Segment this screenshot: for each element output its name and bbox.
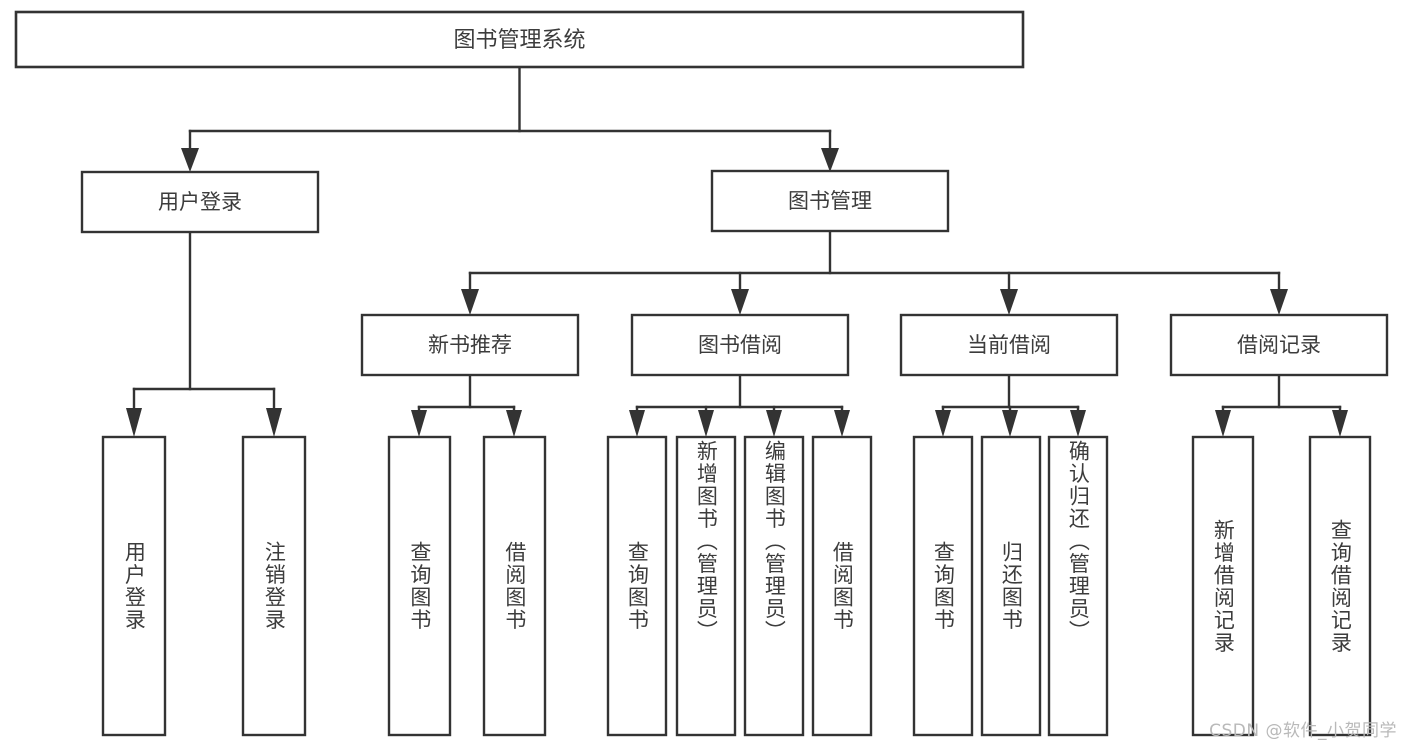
node-book-borrow-label: 图书借阅 — [698, 333, 782, 357]
leaf-box-user-login-2[interactable] — [241, 435, 307, 737]
node-new-book-recommend-label: 新书推荐 — [428, 333, 512, 357]
leaf-box-book-borrow-4[interactable] — [811, 435, 873, 737]
arrow-current-leaf-2 — [1002, 410, 1018, 437]
arrow-bookmanage-lv3-4 — [1270, 289, 1288, 315]
arrow-borrow-leaf-1 — [629, 410, 645, 437]
node-borrow-record[interactable]: 借阅记录 — [1169, 313, 1389, 377]
node-user-login-label: 用户登录 — [158, 190, 242, 214]
leaf-box-borrow-record-1[interactable] — [1191, 435, 1255, 737]
node-book-manage-box[interactable] — [710, 169, 950, 233]
arrow-newbook-leaf-1 — [411, 410, 427, 437]
arrow-borrow-leaf-3 — [766, 410, 782, 437]
leaf-box-book-borrow-1[interactable] — [606, 435, 668, 737]
leaf-box-user-login-1[interactable] — [101, 435, 167, 737]
node-root-box[interactable] — [14, 10, 1025, 69]
leaf-box-current-borrow-2[interactable] — [980, 435, 1042, 737]
arrow-newbook-leaf-2 — [506, 410, 522, 437]
leaf-box-group — [101, 435, 1372, 737]
leaf-box-new-book-2[interactable] — [482, 435, 547, 737]
arrow-bookmanage-lv3-2 — [731, 289, 749, 315]
arrow-borrow-leaf-2 — [698, 410, 714, 437]
leaf-box-book-borrow-2[interactable] — [675, 435, 737, 737]
arrow-root-to-user-login — [181, 148, 199, 172]
node-user-login[interactable]: 用户登录 — [80, 170, 320, 234]
node-book-borrow[interactable]: 图书借阅 — [630, 313, 850, 377]
arrow-userlogin-leaf-1 — [126, 408, 142, 437]
node-root[interactable]: 图书管理系统 — [14, 10, 1025, 69]
arrow-userlogin-leaf-2 — [266, 408, 282, 437]
node-book-manage[interactable]: 图书管理 — [710, 169, 950, 233]
leaf-box-current-borrow-3[interactable] — [1047, 435, 1109, 737]
arrow-current-leaf-3 — [1070, 410, 1086, 437]
node-new-book-recommend-box[interactable] — [360, 313, 580, 377]
node-book-borrow-box[interactable] — [630, 313, 850, 377]
node-new-book-recommend[interactable]: 新书推荐 — [360, 313, 580, 377]
node-current-borrow[interactable]: 当前借阅 — [899, 313, 1119, 377]
node-user-login-box[interactable] — [80, 170, 320, 234]
arrow-record-leaf-2 — [1332, 410, 1348, 437]
leaf-box-borrow-record-2[interactable] — [1308, 435, 1372, 737]
arrow-borrow-leaf-4 — [834, 410, 850, 437]
arrow-record-leaf-1 — [1215, 410, 1231, 437]
arrow-bookmanage-lv3-1 — [461, 289, 479, 315]
leaf-box-current-borrow-1[interactable] — [912, 435, 974, 737]
arrow-current-leaf-1 — [935, 410, 951, 437]
node-current-borrow-label: 当前借阅 — [967, 333, 1051, 357]
arrow-root-to-book-manage — [821, 148, 839, 172]
connector-group — [126, 65, 1348, 437]
node-borrow-record-label: 借阅记录 — [1237, 333, 1321, 357]
node-book-manage-label: 图书管理 — [788, 189, 872, 213]
leaf-box-new-book-1[interactable] — [387, 435, 452, 737]
node-borrow-record-box[interactable] — [1169, 313, 1389, 377]
node-current-borrow-box[interactable] — [899, 313, 1119, 377]
node-root-label: 图书管理系统 — [453, 28, 585, 53]
leaf-box-book-borrow-3[interactable] — [743, 435, 805, 737]
arrow-bookmanage-lv3-3 — [1000, 289, 1018, 315]
csdn-watermark: CSDN @软件_小贺同学 — [1209, 721, 1397, 741]
